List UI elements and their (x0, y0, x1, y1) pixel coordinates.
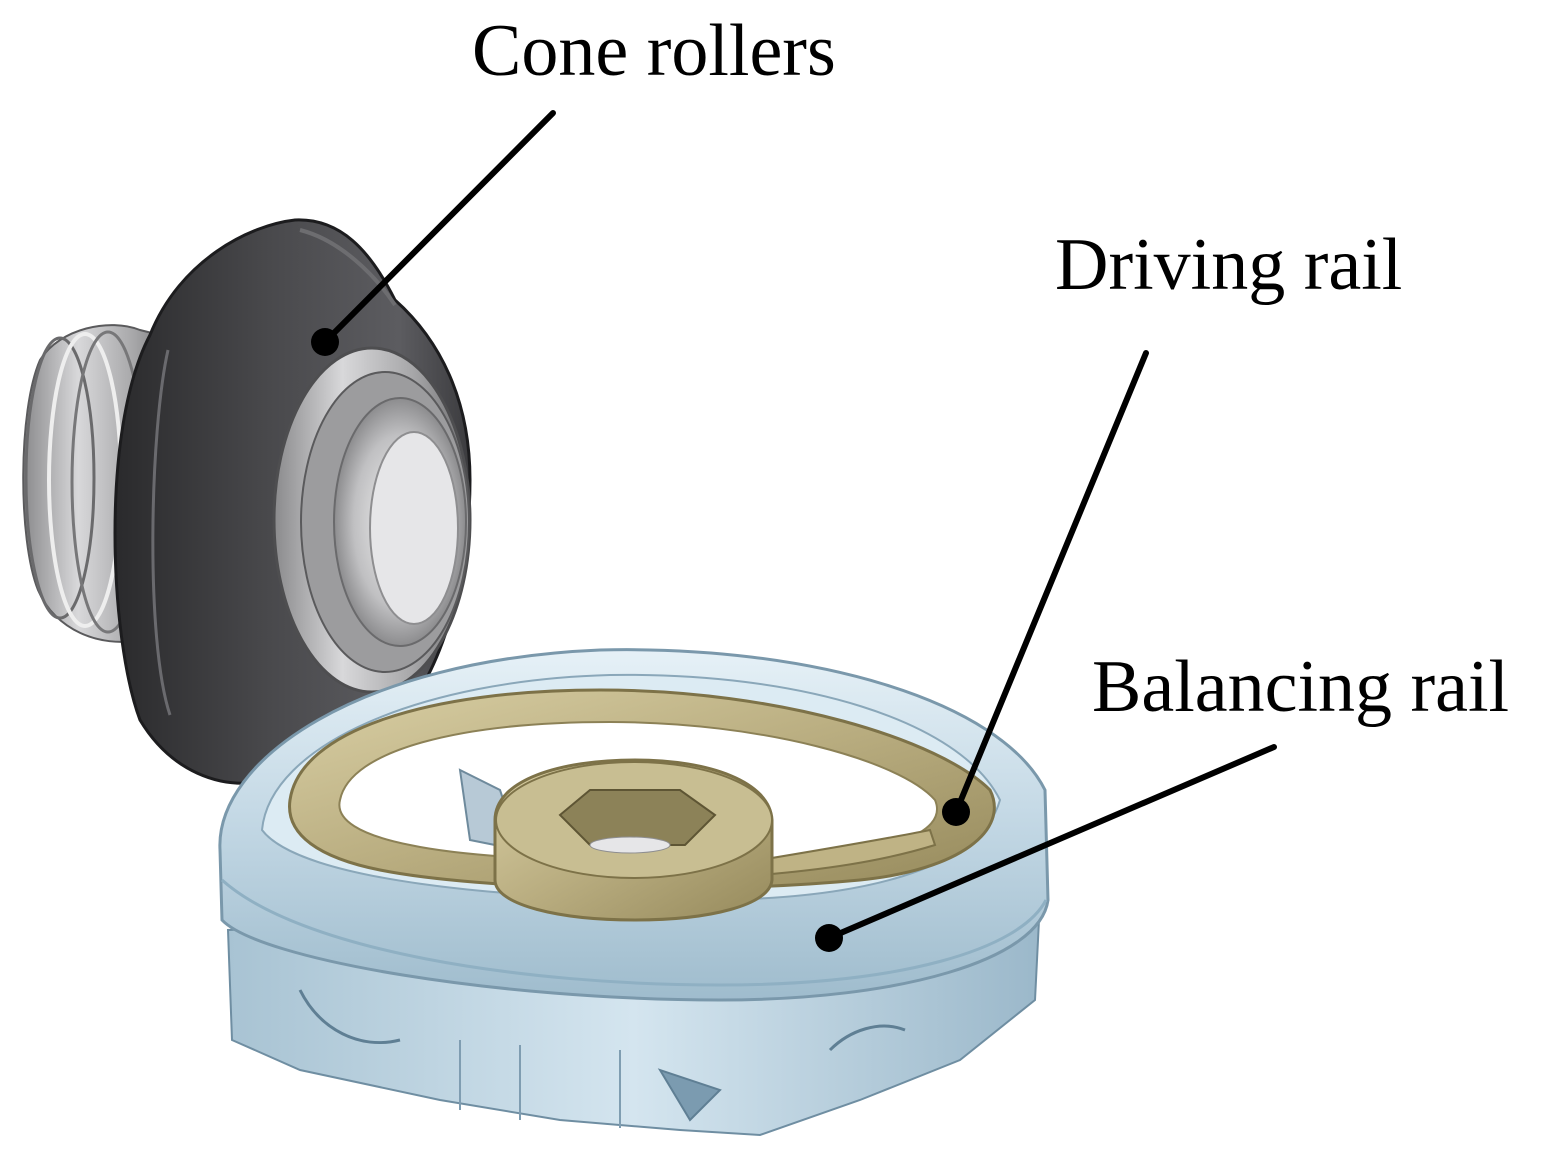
cone-roller-assembly (22, 218, 472, 785)
leader-dot-balancing-rail (815, 924, 843, 952)
cone-roller-front-bearing (272, 346, 472, 694)
callout-leaders (311, 110, 1277, 952)
leader-dot-cone-rollers (311, 328, 339, 356)
label-cone-rollers: Cone rollers (472, 10, 836, 92)
leader-line-balancing-rail (826, 744, 1277, 941)
driving-rail (288, 688, 996, 922)
leader-dot-driving-rail (942, 798, 970, 826)
leader-line-cone-rollers (322, 110, 556, 345)
leader-line-driving-rail (953, 350, 1149, 815)
label-driving-rail: Driving rail (1055, 224, 1403, 306)
label-balancing-rail: Balancing rail (1092, 646, 1510, 728)
